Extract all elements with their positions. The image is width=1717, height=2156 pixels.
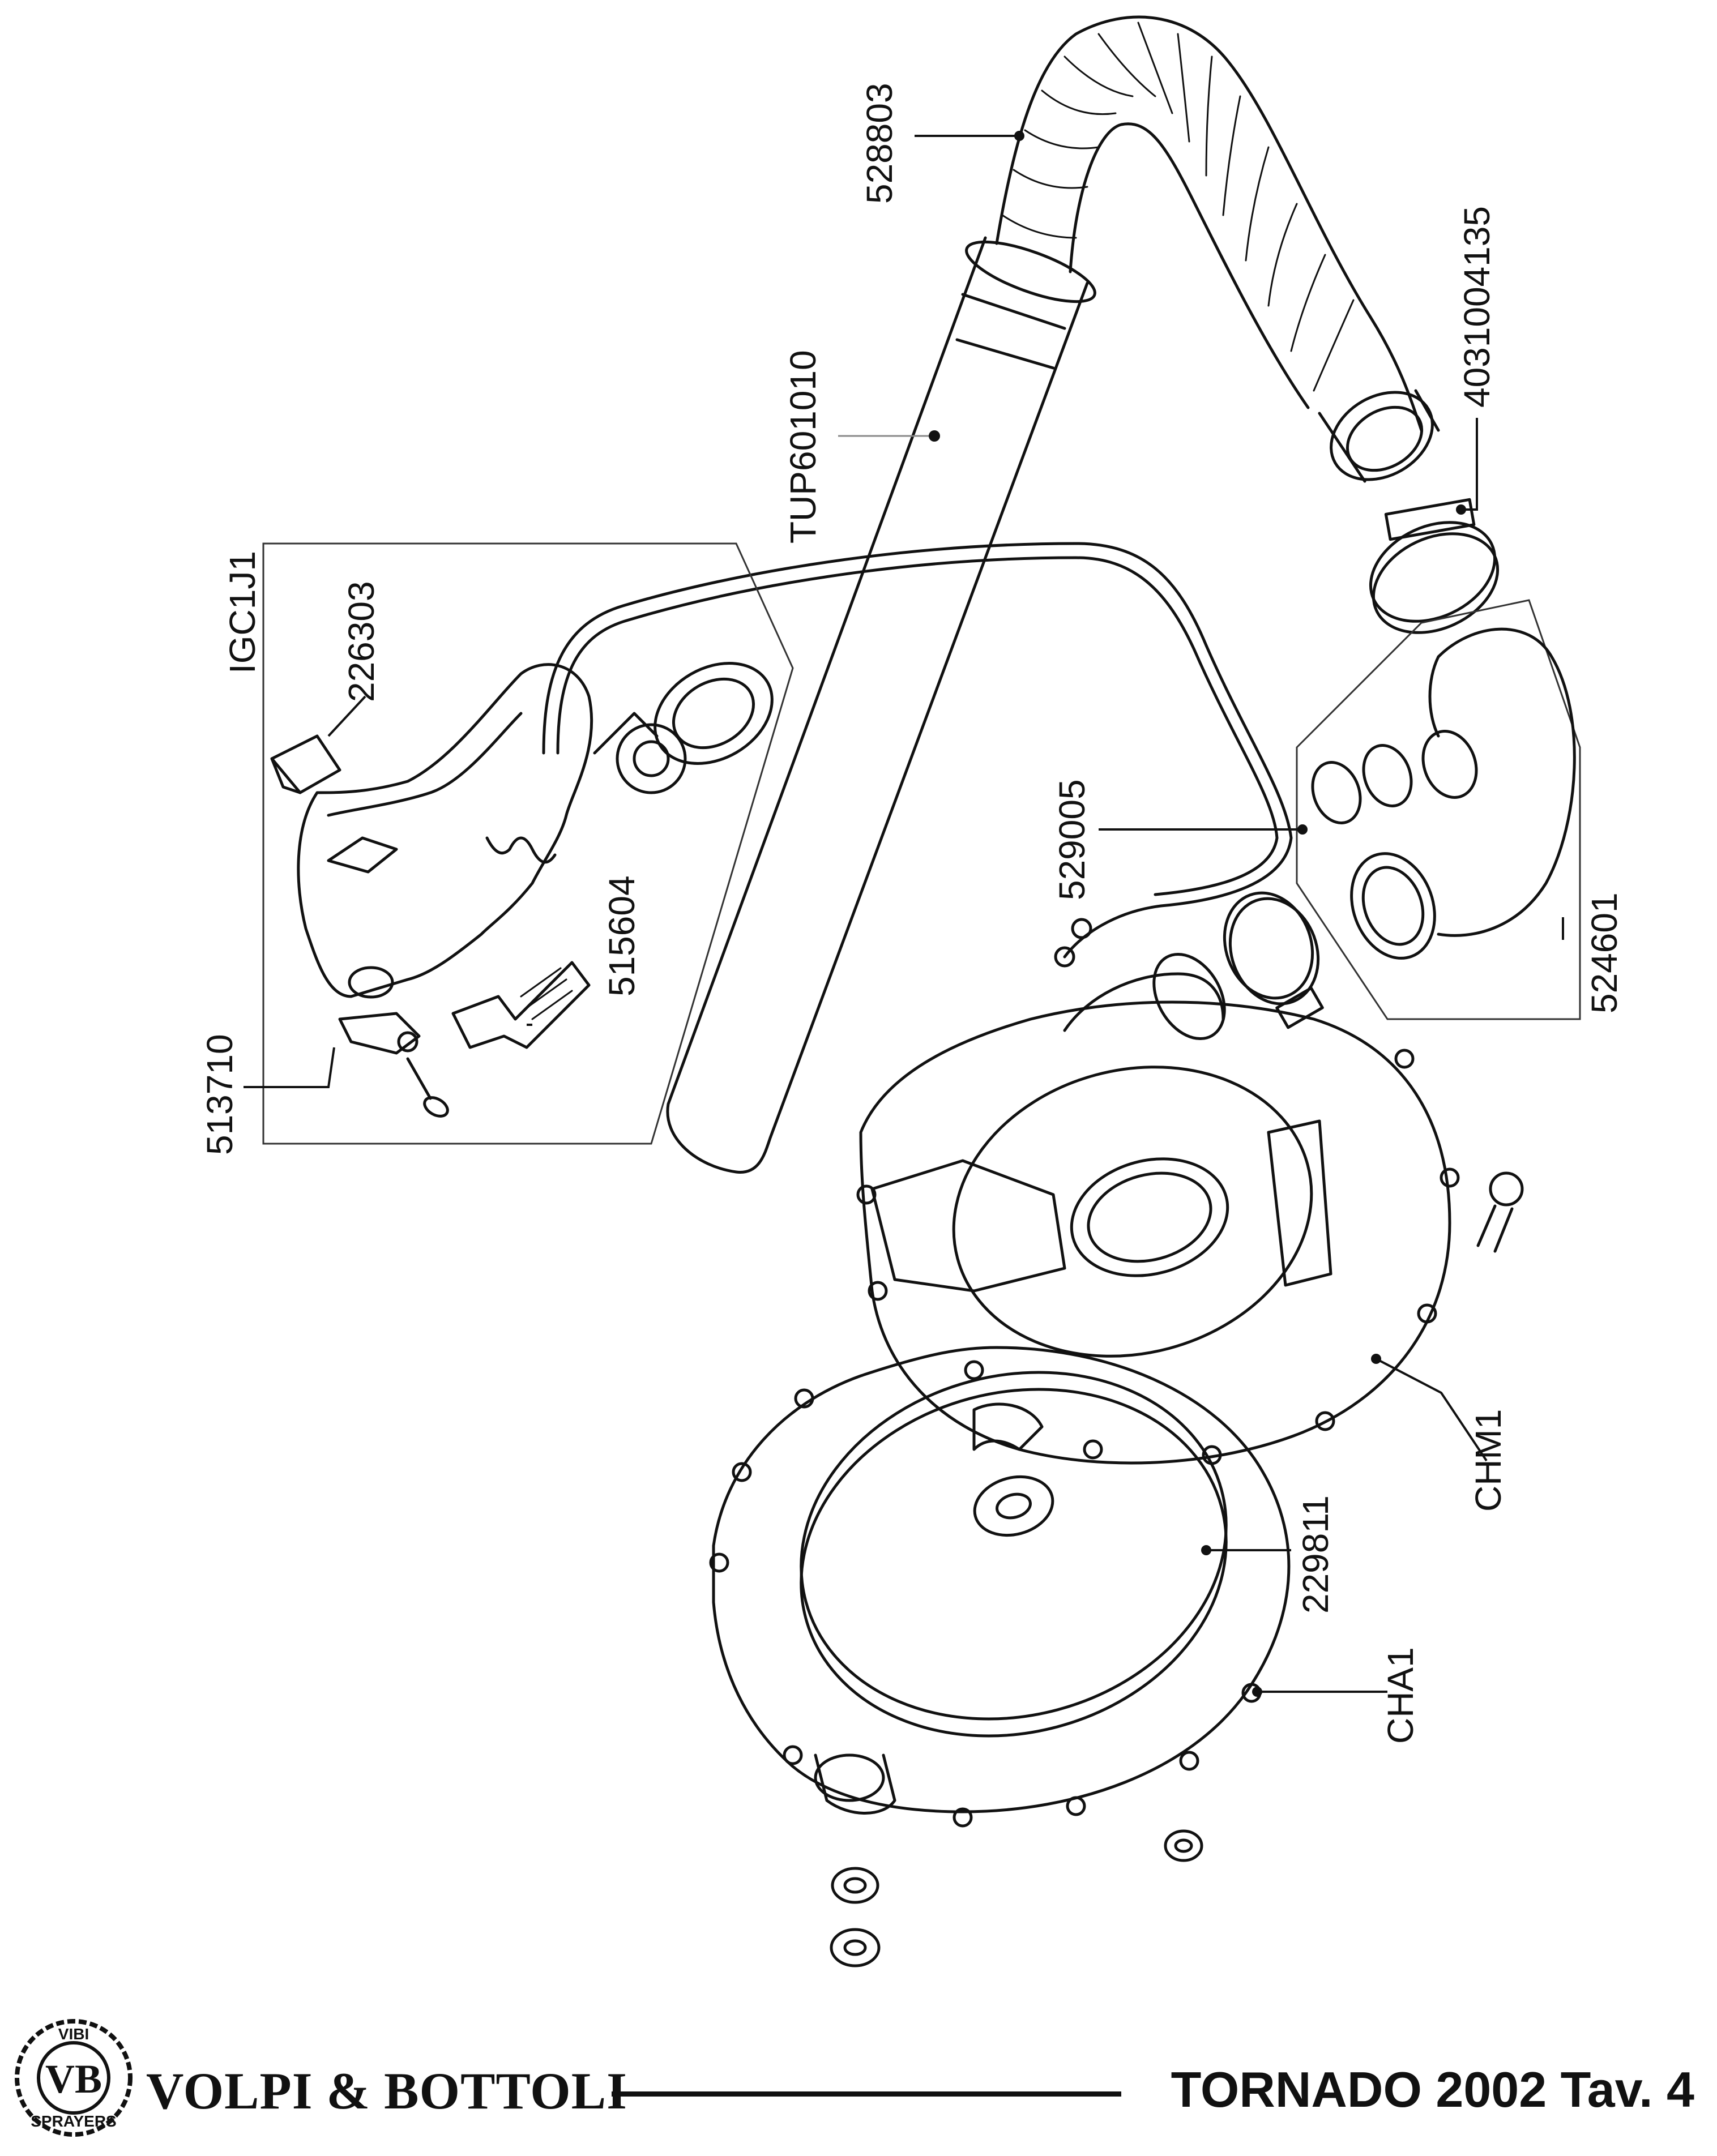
corrugated-hose-drawing (995, 15, 1440, 483)
switch-cap-drawing (270, 734, 341, 794)
throttle-lever-drawing (451, 961, 591, 1049)
label-CHA1: CHA1 (1380, 1647, 1421, 1744)
lever-bracket-drawing (338, 1012, 449, 1118)
nuts-drawing (830, 1829, 1203, 1967)
cable-drawing (542, 542, 1293, 968)
exploded-parts-diagram: 528803 4031004135 TUP601010 IGC1J1 22630… (199, 15, 1625, 1967)
part-labels: 528803 4031004135 TUP601010 IGC1J1 22630… (199, 83, 1625, 1744)
label-528803: 528803 (859, 83, 900, 204)
label-TUP601010: TUP601010 (783, 350, 823, 544)
fan-housing-front-drawing (856, 952, 1460, 1465)
label-529005: 529005 (1052, 779, 1092, 900)
hose-clamp-drawing (1369, 498, 1500, 634)
label-513710: 513710 (199, 1034, 240, 1155)
label-226303: 226303 (341, 581, 382, 702)
brand-name: VOLPI & BOTTOLI (146, 2062, 627, 2120)
fan-impeller-drawing (800, 1371, 1228, 1738)
label-229811: 229811 (1295, 1495, 1336, 1614)
elbow-fitting-box (1296, 599, 1581, 1020)
logo-top-text: VIBI (58, 2025, 89, 2043)
label-515604: 515604 (601, 875, 642, 996)
logo-bottom-text: SPRAYERS (31, 2112, 116, 2130)
logo-monogram: VB (45, 2056, 102, 2102)
model-title: TORNADO 2002 Tav. 4 (1171, 2061, 1694, 2118)
leader-lines (244, 131, 1564, 1697)
label-524601: 524601 (1584, 892, 1625, 1013)
label-4031004135: 4031004135 (1457, 206, 1497, 408)
elbow-fitting-drawing (1311, 627, 1576, 960)
handle-group-box (262, 542, 794, 1145)
handle-drawing (297, 662, 774, 999)
label-CHM1: CHM1 (1468, 1409, 1509, 1512)
vibi-sprayers-logo: VIBI VB SPRAYERS (15, 2019, 133, 2137)
small-clamp-drawing (1223, 891, 1324, 1029)
fan-housing-rear-drawing (709, 1346, 1291, 1828)
screw-drawing (1476, 1171, 1524, 1253)
footer-rule (612, 2091, 1121, 2097)
label-IGC1J1: IGC1J1 (222, 551, 263, 674)
spray-tube-drawing (666, 236, 1096, 1174)
